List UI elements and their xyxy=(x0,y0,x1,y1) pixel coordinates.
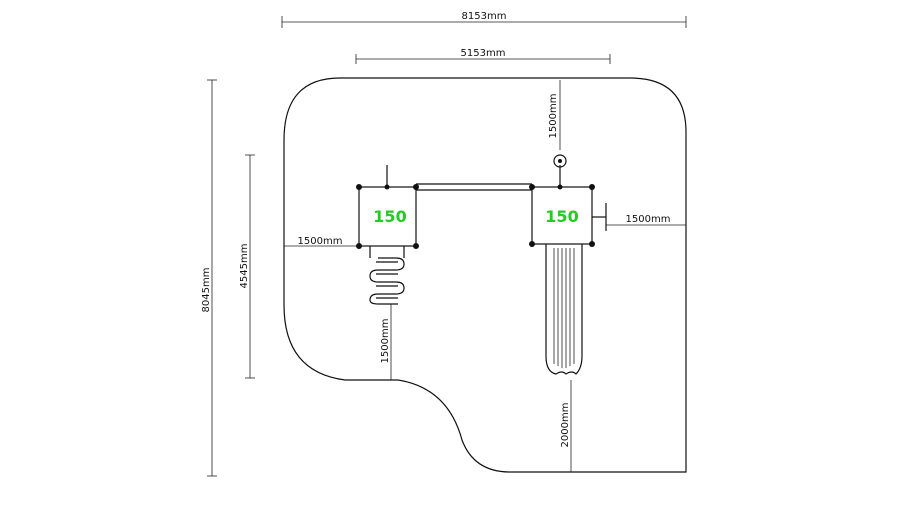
slide-clearance-label: 2000mm xyxy=(560,403,571,448)
inner-width-dimension: 5153mm xyxy=(355,48,611,64)
overall-width-label: 8153mm xyxy=(462,11,507,22)
overall-width-dimension: 8153mm xyxy=(281,11,687,28)
inner-height-label: 4545mm xyxy=(239,244,250,289)
inner-width-label: 5153mm xyxy=(461,48,506,59)
slide xyxy=(545,244,583,375)
spiral-climber xyxy=(369,246,405,305)
left-platform-height: 150 xyxy=(373,207,406,226)
top-clearance-dimension: 1500mm xyxy=(548,80,561,150)
climber-clearance-label: 1500mm xyxy=(380,319,391,364)
overall-height-label: 8045mm xyxy=(201,268,212,313)
right-clearance-label: 1500mm xyxy=(626,214,671,225)
right-platform-height: 150 xyxy=(545,207,578,226)
safety-zone-outline xyxy=(283,77,687,473)
left-tower: 150 xyxy=(356,165,419,249)
left-clearance-dimension: 1500mm xyxy=(284,236,360,247)
top-clearance-label: 1500mm xyxy=(548,94,559,139)
overall-height-dimension: 8045mm xyxy=(201,79,217,477)
connecting-bridge xyxy=(416,183,532,191)
climber-clearance-dimension: 1500mm xyxy=(380,304,392,380)
side-handle-bar xyxy=(592,203,607,231)
slide-clearance-dimension: 2000mm xyxy=(560,380,572,472)
inner-height-dimension: 4545mm xyxy=(239,154,255,379)
left-clearance-label: 1500mm xyxy=(298,236,343,247)
right-clearance-dimension: 1500mm xyxy=(606,214,686,226)
right-tower: 150 xyxy=(529,154,595,247)
